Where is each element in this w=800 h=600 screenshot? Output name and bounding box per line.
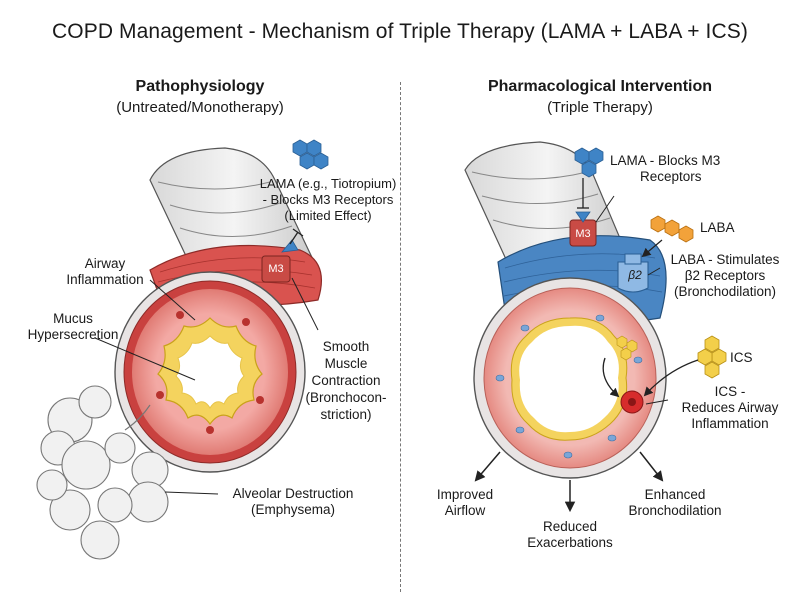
airway-inflammation-line1: Airway <box>84 256 126 271</box>
outcome-reduced-exacerbations-line1: Reduced <box>542 519 598 534</box>
outcome-reduced-exacerbations-line2: Exacerbations <box>527 535 613 550</box>
left-lama-label-line3: (Limited Effect) <box>284 208 372 223</box>
ics-description-label: ICS - Reduces Airway Inflammation <box>670 384 790 432</box>
left-panel-subheading: (Untreated/Monotherapy) <box>116 99 284 116</box>
alveolar-destruction-line2: (Emphysema) <box>250 502 336 517</box>
right-lama-label: LAMA - Blocks M3 Receptors <box>610 153 740 185</box>
left-lama-label: LAMA (e.g., Tiotropium) - Blocks M3 Rece… <box>248 176 408 224</box>
right-panel-subheading: (Triple Therapy) <box>547 99 653 116</box>
laba-description-line3: (Bronchodilation) <box>673 284 777 299</box>
smooth-muscle-line3: Contraction <box>311 373 381 388</box>
alveolar-destruction-label: Alveolar Destruction (Emphysema) <box>218 486 368 518</box>
outcome-improved-airflow-line2: Airflow <box>444 503 486 518</box>
left-panel-heading: Pathophysiology <box>135 78 265 95</box>
ics-description-line1: ICS - <box>714 384 746 399</box>
laba-label: LABA <box>700 220 735 235</box>
ics-label: ICS <box>730 350 753 365</box>
mucus-hypersecretion-label: Mucus Hypersecretion <box>18 311 128 343</box>
right-lama-label-line1: LAMA - Blocks M3 <box>610 153 721 168</box>
outcome-improved-airflow: Improved Airflow <box>420 487 510 519</box>
ics-description-line2: Reduces Airway <box>681 400 779 415</box>
right-panel-heading: Pharmacological Intervention <box>487 78 713 95</box>
outcome-reduced-exacerbations: Reduced Exacerbations <box>515 519 625 551</box>
outcome-enhanced-bronchodilation: Enhanced Bronchodilation <box>615 487 735 519</box>
airway-inflammation-label: Airway Inflammation <box>50 256 160 288</box>
laba-molecule <box>650 215 694 243</box>
outcome-enhanced-bronchodilation-line1: Enhanced <box>644 487 706 502</box>
right-airway <box>464 141 727 513</box>
panel-divider <box>400 82 401 592</box>
smooth-muscle-line5: striction) <box>320 407 372 422</box>
laba-description-label: LABA - Stimulates β2 Receptors (Bronchod… <box>660 252 790 300</box>
beta2-receptor <box>617 253 649 293</box>
left-m3-label: M3 <box>268 263 284 275</box>
mucus-hypersecretion-line2: Hypersecretion <box>27 327 119 342</box>
alveoli-cluster <box>36 385 169 560</box>
smooth-muscle-contraction-label: Smooth Muscle Contraction (Bronchocon- s… <box>296 338 396 423</box>
airway-inflammation-line2: Inflammation <box>66 272 144 287</box>
ics-description-line3: Inflammation <box>691 416 769 431</box>
right-lama-label-line2: Receptors <box>640 169 702 184</box>
outcome-improved-airflow-line1: Improved <box>436 487 494 502</box>
left-lama-molecule <box>292 139 329 170</box>
laba-description-line1: LABA - Stimulates <box>670 252 780 267</box>
right-panel-header: Pharmacological Intervention (Triple The… <box>420 78 780 116</box>
alveolar-destruction-line1: Alveolar Destruction <box>232 486 354 501</box>
arrow-enhanced-bronchodilation <box>639 451 664 482</box>
left-m3-receptor <box>261 255 291 283</box>
smooth-muscle-line4: (Bronchocon- <box>305 390 387 405</box>
arrow-improved-airflow <box>474 451 501 482</box>
right-m3-receptor <box>569 211 597 247</box>
left-lama-label-line2: - Blocks M3 Receptors <box>262 192 394 207</box>
smooth-muscle-line2: Muscle <box>324 356 368 371</box>
outcome-enhanced-bronchodilation-line2: Bronchodilation <box>628 503 722 518</box>
right-lama-molecule <box>574 147 604 178</box>
laba-description-line2: β2 Receptors <box>684 268 766 283</box>
left-panel-header: Pathophysiology (Untreated/Monotherapy) <box>20 78 380 116</box>
left-lama-label-line1: LAMA (e.g., Tiotropium) <box>259 176 397 191</box>
left-airway <box>36 139 329 560</box>
right-m3-label: M3 <box>575 228 591 240</box>
ics-in-airway <box>616 335 638 361</box>
mucus-hypersecretion-line1: Mucus <box>53 311 93 326</box>
smooth-muscle-line1: Smooth <box>322 339 370 354</box>
diagram-title: COPD Management - Mechanism of Triple Th… <box>52 20 748 43</box>
ics-molecule <box>697 335 727 379</box>
beta2-receptor-label: β2 <box>628 268 642 282</box>
